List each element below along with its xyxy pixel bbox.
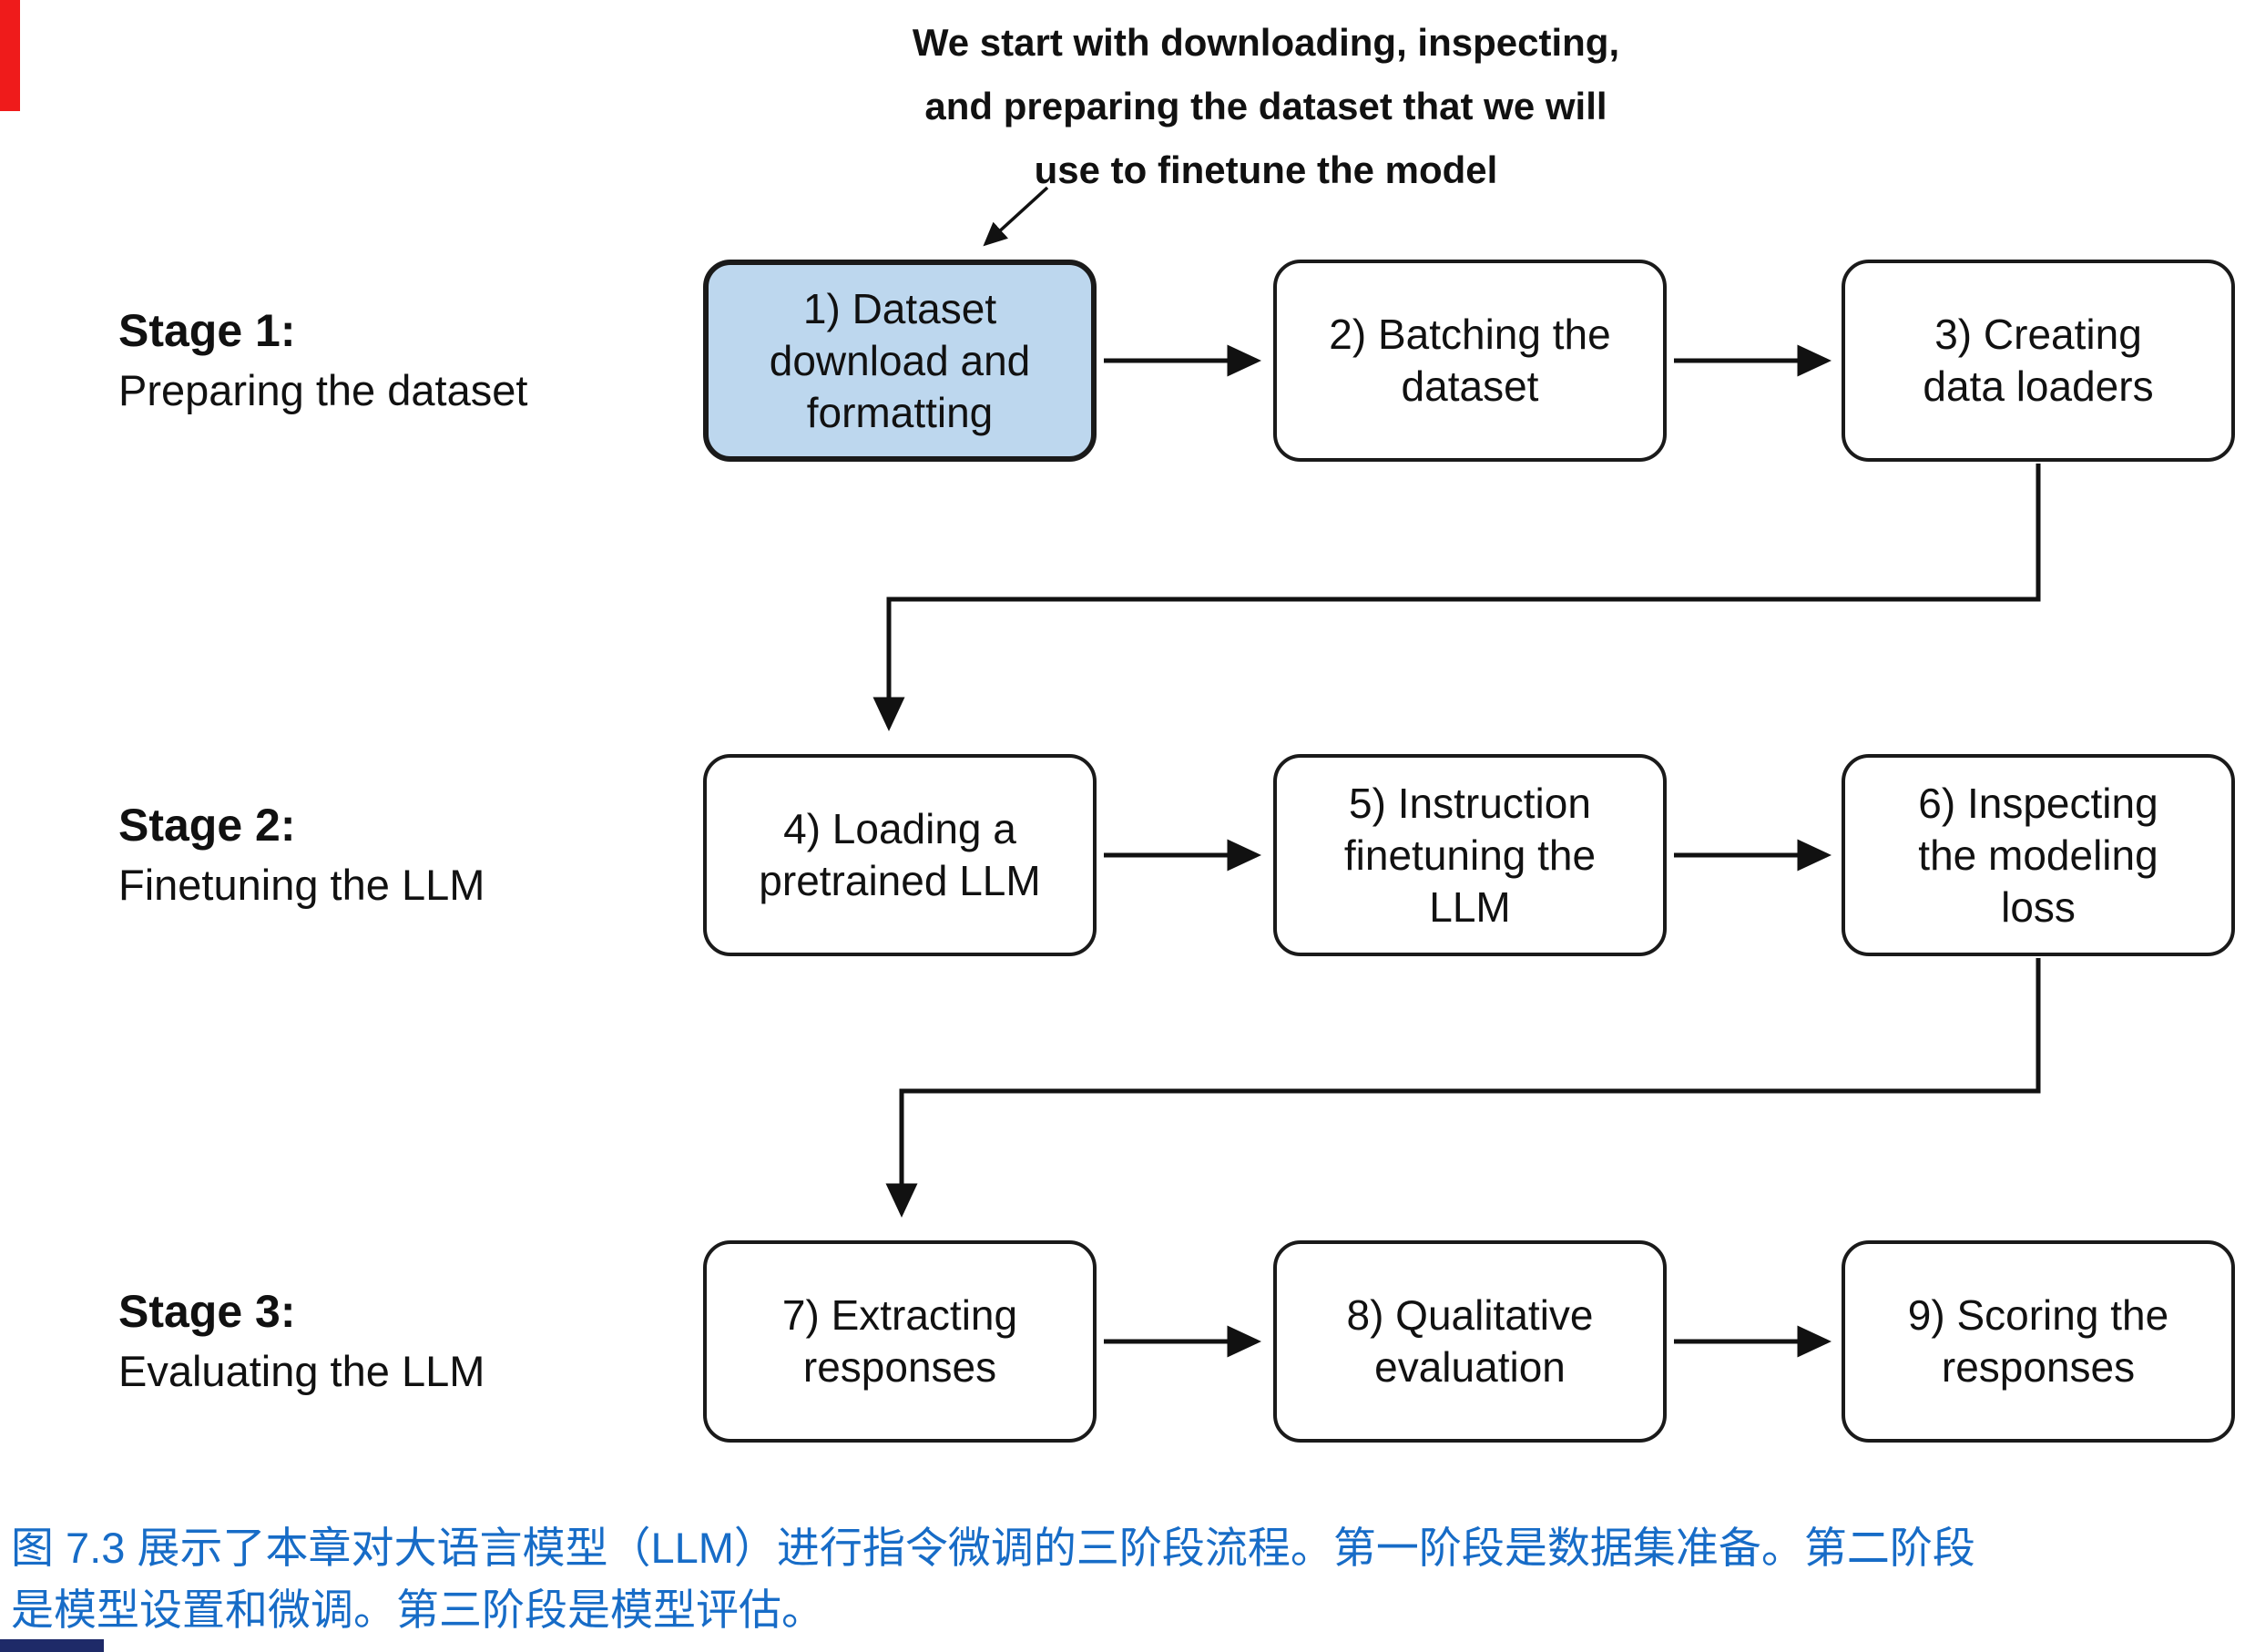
stage-3-subtitle: Evaluating the LLM xyxy=(118,1347,485,1395)
arrow-box3-box4 xyxy=(872,464,2041,731)
stage-2-title: Stage 2: xyxy=(118,800,296,851)
stage-2-label: Stage 2: Finetuning the LLM xyxy=(118,795,485,915)
left-edge-red-marker xyxy=(0,0,20,111)
stage-3-title: Stage 3: xyxy=(118,1286,296,1337)
stage-1-subtitle: Preparing the dataset xyxy=(118,366,528,414)
bottom-left-navy-marker xyxy=(0,1639,104,1652)
stage-3-label: Stage 3: Evaluating the LLM xyxy=(118,1281,485,1402)
stage-1-label: Stage 1: Preparing the dataset xyxy=(118,301,527,421)
figure-caption: 图 7.3 展示了本章对大语言模型（LLM）进行指令微调的三阶段流程。第一阶段是… xyxy=(11,1524,1975,1634)
stage-1-title: Stage 1: xyxy=(118,305,296,356)
arrow-box6-box7 xyxy=(885,958,2041,1218)
annotation-note: We start with downloading, inspecting,an… xyxy=(912,21,1620,191)
stage-2-subtitle: Finetuning the LLM xyxy=(118,861,485,909)
